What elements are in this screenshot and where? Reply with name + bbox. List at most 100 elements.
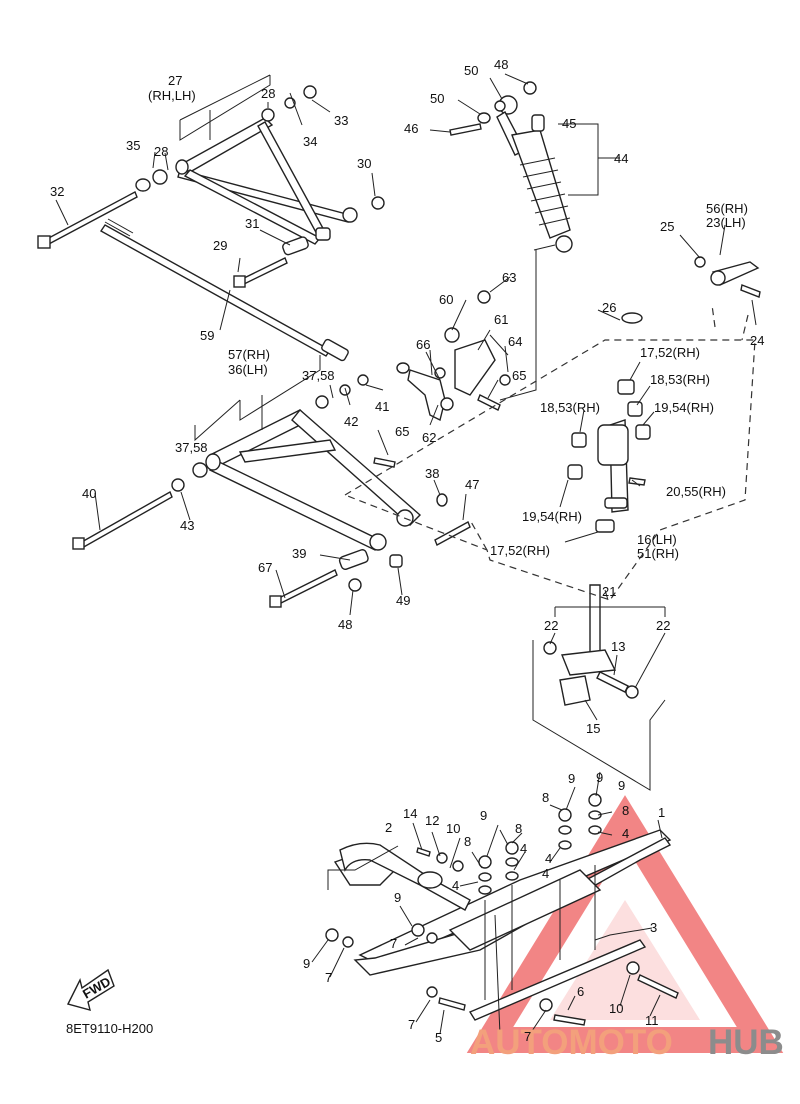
label-4b: 4 — [542, 866, 549, 881]
label-37-58b: 37,58 — [175, 440, 208, 455]
spindle-assembly — [543, 256, 761, 706]
ski — [325, 793, 679, 1026]
label-31: 31 — [245, 216, 259, 231]
label-2: 2 — [385, 820, 392, 835]
label-1: 1 — [658, 805, 665, 820]
label-67: 67 — [258, 560, 272, 575]
label-47: 47 — [465, 477, 479, 492]
label-7a: 7 — [390, 936, 397, 951]
label-7b: 7 — [325, 970, 332, 985]
label-4c: 4 — [520, 841, 527, 856]
label-51: 51(RH) — [637, 546, 679, 561]
label-33: 33 — [334, 113, 348, 128]
label-61: 61 — [494, 312, 508, 327]
label-20-55: 20,55(RH) — [666, 484, 726, 499]
label-18-53b: 18,53(RH) — [540, 400, 600, 415]
label-26: 26 — [602, 300, 616, 315]
label-22a: 22 — [544, 618, 558, 633]
label-13: 13 — [611, 639, 625, 654]
label-12: 12 — [425, 813, 439, 828]
label-29: 29 — [213, 238, 227, 253]
label-9e: 9 — [394, 890, 401, 905]
label-65b: 65 — [395, 424, 409, 439]
label-8b: 8 — [622, 803, 629, 818]
label-57: 57(RH) — [228, 347, 270, 362]
label-5: 5 — [435, 1030, 442, 1045]
label-60: 60 — [439, 292, 453, 307]
label-18-53a: 18,53(RH) — [650, 372, 710, 387]
label-11: 11 — [645, 1013, 659, 1028]
label-9b: 9 — [568, 771, 575, 786]
label-27-sides: (RH,LH) — [148, 88, 196, 103]
label-8c: 8 — [515, 821, 522, 836]
part-labels: 27 (RH,LH) 28 28 35 32 33 34 30 31 29 59… — [50, 57, 764, 1045]
label-64: 64 — [508, 334, 522, 349]
label-23: 23(LH) — [706, 215, 746, 230]
watermark-hub-text: HUB — [708, 1023, 784, 1062]
label-48a: 48 — [494, 57, 508, 72]
label-39: 39 — [292, 546, 306, 561]
label-48b: 48 — [338, 617, 352, 632]
dashed-leader — [469, 304, 749, 551]
label-36: 36(LH) — [228, 362, 268, 377]
label-15: 15 — [586, 721, 600, 736]
label-28a: 28 — [261, 86, 275, 101]
label-63: 63 — [502, 270, 516, 285]
leader-lines — [55, 73, 757, 1036]
shock-absorber — [449, 81, 573, 253]
label-27: 27 — [168, 73, 182, 88]
label-8a: 8 — [542, 790, 549, 805]
label-30: 30 — [357, 156, 371, 171]
label-28b: 28 — [154, 144, 168, 159]
label-56: 56(RH) — [706, 201, 748, 216]
label-34: 34 — [303, 134, 317, 149]
label-4d: 4 — [452, 878, 459, 893]
label-10a: 10 — [446, 821, 460, 836]
label-65a: 65 — [512, 368, 526, 383]
stabilizer-shaft — [99, 218, 349, 362]
upper-a-arm — [37, 85, 385, 288]
label-4a: 4 — [622, 826, 629, 841]
label-49: 49 — [396, 593, 410, 608]
label-10b: 10 — [609, 1001, 623, 1016]
label-22b: 22 — [656, 618, 670, 633]
label-9f: 9 — [303, 956, 310, 971]
fwd-arrow-icon: FWD — [66, 968, 115, 1011]
label-66: 66 — [416, 337, 430, 352]
label-38: 38 — [425, 466, 439, 481]
label-50a: 50 — [464, 63, 478, 78]
watermark-auto-text: AUTOMOTO — [470, 1023, 673, 1062]
label-17-52b: 17,52(RH) — [490, 543, 550, 558]
label-19-54a: 19,54(RH) — [654, 400, 714, 415]
label-7d: 7 — [524, 1029, 531, 1044]
label-35: 35 — [126, 138, 140, 153]
label-32: 32 — [50, 184, 64, 199]
label-46: 46 — [404, 121, 418, 136]
diagram-code: 8ET9110-H200 — [66, 1021, 153, 1036]
label-42: 42 — [344, 414, 358, 429]
label-50b: 50 — [430, 91, 444, 106]
label-37-58a: 37,58 — [302, 368, 335, 383]
lower-a-arm — [72, 374, 471, 608]
label-3: 3 — [650, 920, 657, 935]
label-8d: 8 — [464, 834, 471, 849]
label-4e: 4 — [545, 851, 552, 866]
label-62: 62 — [422, 430, 436, 445]
label-9a: 9 — [596, 770, 603, 785]
dashed-group-outline — [343, 339, 756, 601]
label-25: 25 — [660, 219, 674, 234]
link-bracket — [396, 290, 511, 422]
label-19-54b: 19,54(RH) — [522, 509, 582, 524]
label-16: 16(LH) — [637, 532, 677, 547]
label-40: 40 — [82, 486, 96, 501]
label-14: 14 — [403, 806, 417, 821]
label-9d: 9 — [480, 808, 487, 823]
label-43: 43 — [180, 518, 194, 533]
label-21: 21 — [602, 584, 616, 599]
label-45: 45 — [562, 116, 576, 131]
label-7c: 7 — [408, 1017, 415, 1032]
label-9c: 9 — [618, 778, 625, 793]
label-59: 59 — [200, 328, 214, 343]
label-24: 24 — [750, 333, 764, 348]
label-6: 6 — [577, 984, 584, 999]
